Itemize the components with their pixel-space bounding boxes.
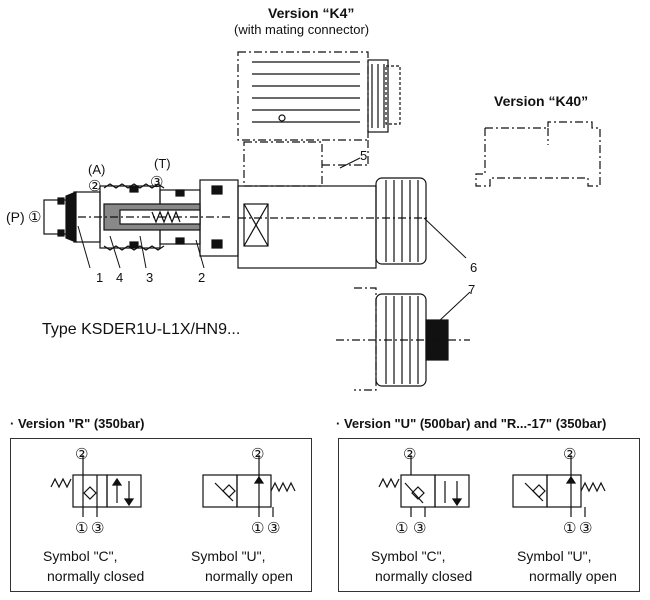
type-label: Type KSDER1U-L1X/HN9...: [42, 321, 241, 338]
version-k4-title: Version “K4”: [268, 5, 355, 21]
port-p-label: (P): [6, 209, 25, 225]
symbols-r-drawing: ② ① ③ ② ① ③: [50, 446, 296, 537]
symbol-u-graphic: [202, 455, 296, 517]
callout-4: 4: [116, 270, 123, 285]
u2-port-3: ③: [579, 520, 592, 537]
panel-version-u: ② ① ③ ② ① ③ Symbol "C", normally closed …: [338, 438, 640, 592]
u-port-2: ②: [251, 446, 264, 463]
callout-2: 2: [198, 270, 205, 285]
callout-7: 7: [468, 282, 475, 297]
port-a-label: (A): [88, 162, 105, 177]
symbol-c-graphic: [50, 455, 142, 517]
callout-3: 3: [146, 270, 153, 285]
port-a-number: ②: [88, 178, 101, 195]
c2-port-2: ②: [403, 446, 416, 463]
u-symbol-c-desc: normally closed: [375, 568, 473, 584]
u-port-3: ③: [267, 520, 280, 537]
solenoid-coil: [237, 185, 430, 269]
callout-1: 1: [96, 270, 103, 285]
port-t-number: ③: [150, 174, 163, 191]
c2-port-3: ③: [413, 520, 426, 537]
panel-version-r: ② ① ③ ② ① ③ Symbol "C", normally closed …: [10, 438, 312, 592]
port-p-number: ①: [28, 209, 41, 226]
r-symbol-u-name: Symbol "U",: [191, 548, 266, 564]
symbol-c-graphic-2: [378, 455, 470, 517]
c-port-3: ③: [91, 520, 104, 537]
u-symbol-u-name: Symbol "U",: [517, 548, 592, 564]
u2-port-1: ①: [563, 520, 576, 537]
symbols-u-drawing: ② ① ③ ② ① ③: [378, 446, 606, 537]
callout-6: 6: [470, 260, 477, 275]
section-left-title: · Version "R" (350bar): [10, 416, 145, 431]
manual-override-variant: [336, 287, 470, 391]
version-k40-title: Version “K40”: [494, 93, 589, 109]
valve-body: [43, 179, 239, 257]
k40-connector-outline: [475, 121, 601, 187]
u-symbol-u-desc: normally open: [529, 568, 617, 584]
c2-port-1: ①: [395, 520, 408, 537]
r-symbol-u-desc: normally open: [205, 568, 293, 584]
u-symbol-c-name: Symbol "C",: [371, 548, 446, 564]
symbol-u-graphic-2: [512, 455, 606, 517]
callout-5: 5: [360, 148, 367, 163]
k4-connector-outline: [237, 51, 369, 187]
version-k4-subtitle: (with mating connector): [234, 22, 370, 37]
c-port-1: ①: [75, 520, 88, 537]
r-symbol-c-desc: normally closed: [47, 568, 145, 584]
leader-lines: [77, 157, 471, 323]
port-t-label: (T): [154, 156, 171, 171]
u-port-1: ①: [251, 520, 264, 537]
section-right-title: · Version "U" (500bar) and "R...-17" (35…: [336, 416, 607, 431]
r-symbol-c-name: Symbol "C",: [43, 548, 118, 564]
c-port-2: ②: [75, 446, 88, 463]
valve-section-drawing: 1 4 3 2 5 6 7 (P) ① (A) ② (T) ③: [6, 51, 601, 391]
knurled-nut: [375, 177, 427, 265]
k4-connector-ribs: [252, 59, 401, 133]
u2-port-2: ②: [563, 446, 576, 463]
